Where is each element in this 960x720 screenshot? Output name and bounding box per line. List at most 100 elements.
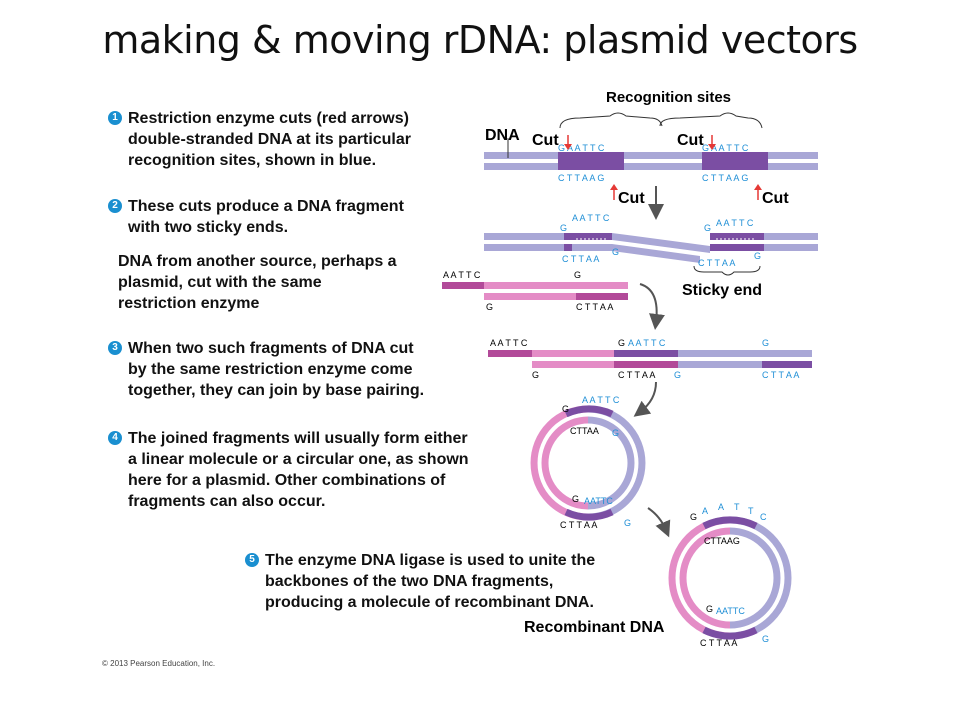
joined-site xyxy=(762,361,812,368)
dna-label: DNA xyxy=(485,127,520,144)
step-text-line: restriction enzyme xyxy=(118,295,260,312)
step-4-badge: 4 xyxy=(108,431,122,445)
step-1-badge: 1 xyxy=(108,111,122,125)
plasmid-site-bottom xyxy=(564,508,614,521)
fragment-strand xyxy=(764,244,818,251)
foreign-strand xyxy=(442,282,628,289)
step-5-text: 5 The enzyme DNA ligase is used to unite… xyxy=(245,550,596,613)
recombinant-plasmid xyxy=(668,516,792,640)
joined-site xyxy=(614,361,678,368)
step-text-line: a linear molecule or a circular one, as … xyxy=(128,451,469,468)
recombinant-dna-label: Recombinant DNA xyxy=(524,619,665,636)
foreign-dna-text: DNA from another source, perhaps a plasm… xyxy=(118,251,397,314)
sequence-overhang-top: A A T T C xyxy=(582,395,620,405)
foreign-strand xyxy=(484,293,628,300)
sequence-overhang-bottom: C T T A A xyxy=(560,520,597,530)
sequence-top: G A A T T C xyxy=(558,143,605,153)
step-1-text: 1 Restriction enzyme cuts (red arrows) d… xyxy=(108,108,411,171)
sequence-aattc-tight: AATTC xyxy=(584,496,613,506)
cut-arrow-icon xyxy=(708,144,716,150)
sequence-g: G xyxy=(762,634,769,644)
recognition-sites-label: Recognition sites xyxy=(606,89,731,106)
sequence-g: G xyxy=(574,270,581,280)
step-text-line: backbones of the two DNA fragments, xyxy=(265,573,554,590)
step-text-line: DNA from another source, perhaps a xyxy=(118,253,397,270)
flow-arrow-icon xyxy=(647,507,671,538)
cut-arrow-icon xyxy=(610,184,618,190)
sequence-g: G xyxy=(624,518,631,528)
sequence-g: G xyxy=(532,370,539,380)
step-text-line: with two sticky ends. xyxy=(128,219,289,236)
sequence-overhang-bottom: C T T A A xyxy=(562,254,599,264)
fragment-strand xyxy=(612,233,710,253)
cut-label: Cut xyxy=(762,190,789,207)
sequence-t: T xyxy=(748,506,754,516)
flow-arrow-icon xyxy=(639,283,665,330)
sequence-overhang-bottom: C T T A A xyxy=(700,638,737,648)
sequence-g: G xyxy=(754,251,761,261)
flow-arrow-icon xyxy=(633,381,657,417)
foreign-site xyxy=(442,282,484,289)
fragment-strand xyxy=(484,244,572,251)
dna-fragment-sticky xyxy=(484,233,818,263)
cut-label: Cut xyxy=(618,190,645,207)
step-2-text: 2 These cuts produce a DNA fragment with… xyxy=(108,196,404,238)
step-3-text: 3 When two such fragments of DNA cut by … xyxy=(108,338,425,401)
step-text-line: Restriction enzyme cuts (red arrows) xyxy=(128,110,409,127)
step-text-line: fragments can also occur. xyxy=(128,493,326,510)
sequence-g: G xyxy=(706,604,713,614)
sequence-g: G xyxy=(572,494,579,504)
sequence-cttaag-tight: CTTAAG xyxy=(704,536,740,546)
sequence-g: G xyxy=(704,223,711,233)
recognition-brace xyxy=(559,112,663,129)
sequence-bottom: C T T A A G xyxy=(702,173,748,183)
sequence-g: G xyxy=(762,338,769,348)
fragment-strand xyxy=(764,233,818,240)
sequence-overhang-top: A A T T C xyxy=(490,338,528,348)
step-text-line: plasmid, cut with the same xyxy=(118,274,322,291)
sequence-t: T xyxy=(734,502,740,512)
step-text-line: These cuts produce a DNA fragment xyxy=(128,198,404,215)
sequence-overhang-bottom: C T T A A xyxy=(762,370,799,380)
sticky-site xyxy=(710,233,764,240)
dna-strand xyxy=(678,361,762,368)
foreign-dna-fragment xyxy=(442,282,628,300)
sequence-a: A xyxy=(702,506,708,516)
sequence-overhang-top: A A T T C xyxy=(716,218,754,228)
sequence-aattc-tight: AATTC xyxy=(716,606,745,616)
recognition-site-2 xyxy=(702,152,768,170)
sequence-g: G xyxy=(486,302,493,312)
cut-arrow-icon xyxy=(564,144,572,150)
step-text-line: recognition sites, shown in blue. xyxy=(128,152,377,169)
dna-strand-original xyxy=(484,138,818,170)
plasmid-site-top xyxy=(702,516,758,530)
sequence-g: G xyxy=(674,370,681,380)
top-strand xyxy=(484,152,818,159)
sequence-c: C xyxy=(760,512,767,522)
sticky-end-label: Sticky end xyxy=(682,282,762,299)
sequence-g: G xyxy=(690,512,697,522)
plasmid-inner-foreign xyxy=(541,416,589,510)
sequence-a: A xyxy=(718,502,724,512)
step-text-line: together, they can join by base pairing. xyxy=(128,382,425,399)
step-text-line: The enzyme DNA ligase is used to unite t… xyxy=(265,552,596,569)
plasmid-site-top xyxy=(564,405,614,418)
step-4-text: 4 The joined fragments will usually form… xyxy=(108,428,469,512)
step-text-line: When two such fragments of DNA cut xyxy=(128,340,414,357)
dna-strand xyxy=(678,350,812,357)
hydrogen-bond-marks xyxy=(576,238,606,243)
sequence-g: G xyxy=(562,404,569,414)
cut-label: Cut xyxy=(677,132,704,149)
recognition-site-1 xyxy=(558,152,624,170)
copyright-notice: © 2013 Pearson Education, Inc. xyxy=(102,659,216,668)
foreign-site xyxy=(488,350,532,357)
step-text-line: here for a plasmid. Other combinations o… xyxy=(128,472,446,489)
recognition-brace xyxy=(659,112,763,129)
sequence-g: G xyxy=(612,247,619,257)
sequence-overhang-bottom: C T T A A xyxy=(576,302,613,312)
step-5-badge: 5 xyxy=(245,553,259,567)
sequence-overhang-bottom: C T T A A xyxy=(618,370,655,380)
step-text-line: The joined fragments will usually form e… xyxy=(128,430,468,447)
step-text-line: producing a molecule of recombinant DNA. xyxy=(265,594,594,611)
